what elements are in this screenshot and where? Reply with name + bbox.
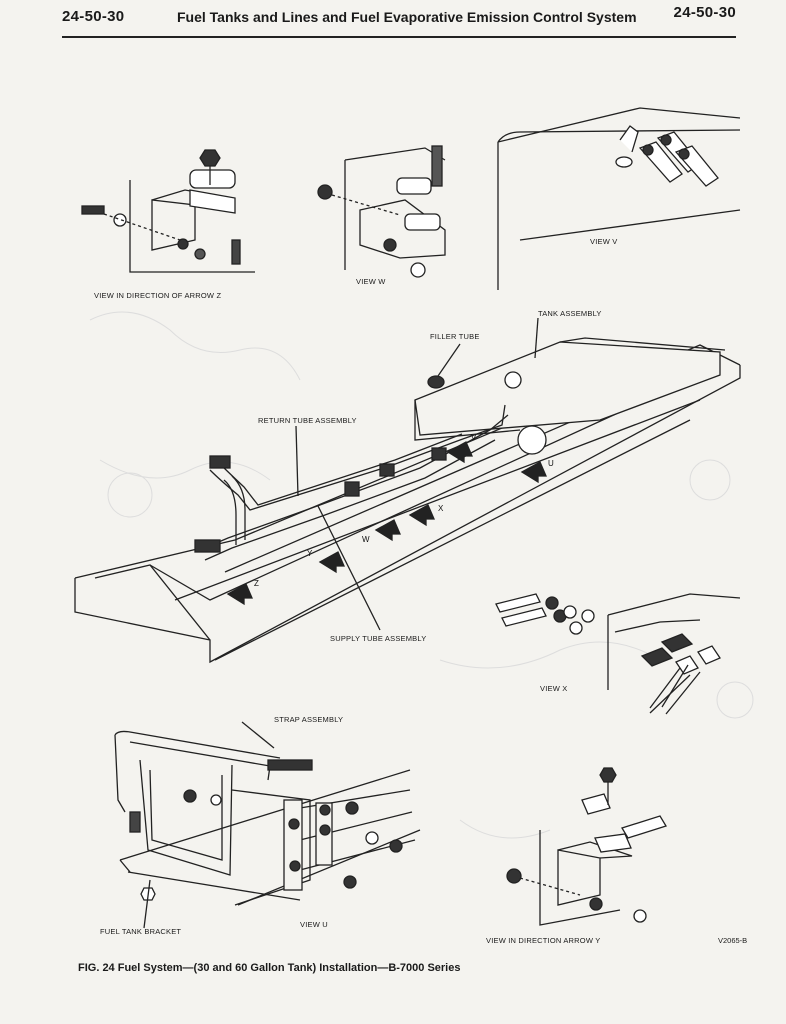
view-y-detail — [506, 767, 667, 926]
figure-caption: FIG. 24 Fuel System—(30 and 60 Gallon Ta… — [78, 962, 461, 974]
view-v-detail — [497, 107, 741, 290]
arrow-label-z: Z — [254, 579, 259, 588]
view-w-detail — [317, 145, 446, 278]
arrow-label-w: W — [362, 535, 370, 544]
label-supply-tube: SUPPLY TUBE ASSEMBLY — [330, 634, 427, 643]
label-view-v: VIEW V — [590, 237, 618, 246]
label-view-z: VIEW IN DIRECTION OF ARROW Z — [94, 291, 222, 300]
faded-background-art — [89, 311, 754, 839]
page-number-right: 24-50-30 — [673, 4, 736, 21]
page-number-left: 24-50-30 — [62, 8, 125, 25]
page-title: Fuel Tanks and Lines and Fuel Evaporativ… — [177, 9, 637, 25]
label-fuel-tank-bracket: FUEL TANK BRACKET — [100, 927, 182, 936]
label-return-tube: RETURN TUBE ASSEMBLY — [258, 416, 357, 425]
label-strap-assembly: STRAP ASSEMBLY — [274, 715, 344, 724]
arrow-label-v: V — [471, 433, 477, 442]
arrow-label-y: Y — [307, 549, 313, 558]
label-filler-tube: FILLER TUBE — [430, 332, 480, 341]
drawing-reference: V2065-B — [718, 936, 748, 945]
page-header: 24-50-30 Fuel Tanks and Lines and Fuel E… — [62, 4, 736, 38]
main-chassis-assembly — [74, 317, 741, 664]
view-x-detail — [495, 593, 741, 715]
label-tank-assembly: TANK ASSEMBLY — [538, 309, 602, 318]
label-view-x: VIEW X — [540, 684, 568, 693]
label-view-y: VIEW IN DIRECTION ARROW Y — [486, 936, 601, 945]
view-z-detail — [81, 149, 255, 273]
arrow-label-u: U — [548, 459, 554, 468]
arrow-label-x: X — [438, 504, 444, 513]
view-u-detail — [114, 721, 421, 929]
label-view-w: VIEW W — [356, 277, 386, 286]
label-view-u: VIEW U — [300, 920, 328, 929]
